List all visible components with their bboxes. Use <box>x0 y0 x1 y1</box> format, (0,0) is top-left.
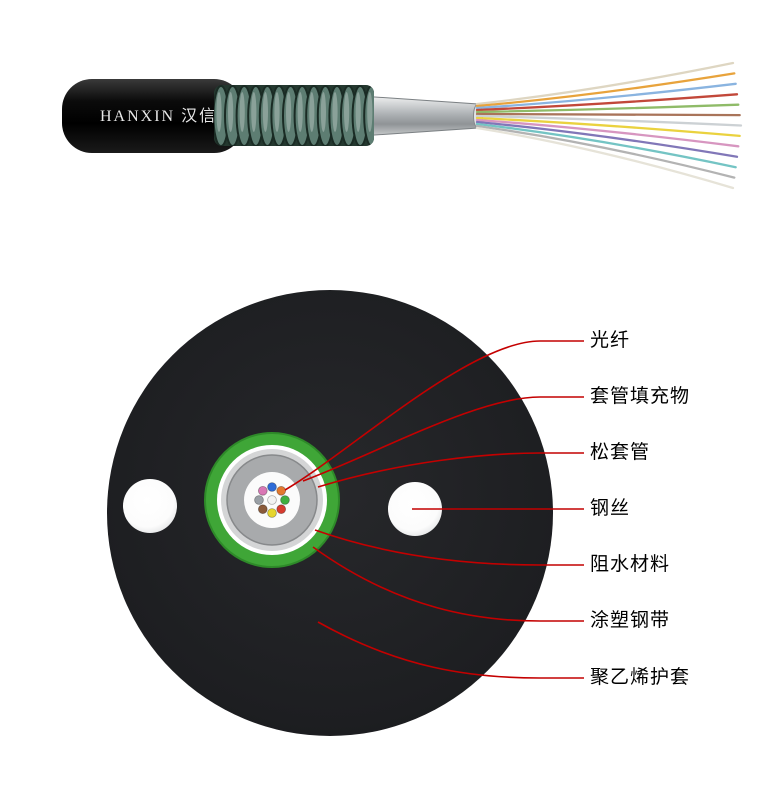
brand-text: HANXIN 汉信 <box>100 107 217 125</box>
label-steel-wire: 钢丝 <box>590 498 631 519</box>
label-tube-filling: 套管填充物 <box>590 386 691 407</box>
armor-coil-turns <box>214 85 374 146</box>
label-coated-steel-tape: 涂塑钢带 <box>590 610 671 631</box>
fan-fibers <box>475 61 743 190</box>
cable-jacket <box>62 79 244 153</box>
fiber-dots <box>254 482 290 518</box>
leader-tube-filling <box>302 396 584 482</box>
leader-pe-sheath <box>317 621 584 679</box>
leader-water-blocking <box>314 529 584 566</box>
leader-optical-fiber <box>284 340 584 491</box>
armor-coil <box>214 85 374 146</box>
buffer-tube <box>359 95 479 137</box>
label-optical-fiber: 光纤 <box>590 330 631 351</box>
cross-section <box>107 290 553 736</box>
leader-coated-steel-tape <box>312 546 584 622</box>
leader-loose-tube <box>317 452 584 488</box>
steel-wire-left-circle <box>123 479 177 533</box>
leader-lines <box>284 340 584 679</box>
label-loose-tube: 松套管 <box>590 442 651 463</box>
label-pe-sheath: 聚乙烯护套 <box>590 667 691 688</box>
cable-illustration: HANXIN 汉信 <box>62 61 743 190</box>
label-water-blocking: 阻水材料 <box>590 554 671 575</box>
